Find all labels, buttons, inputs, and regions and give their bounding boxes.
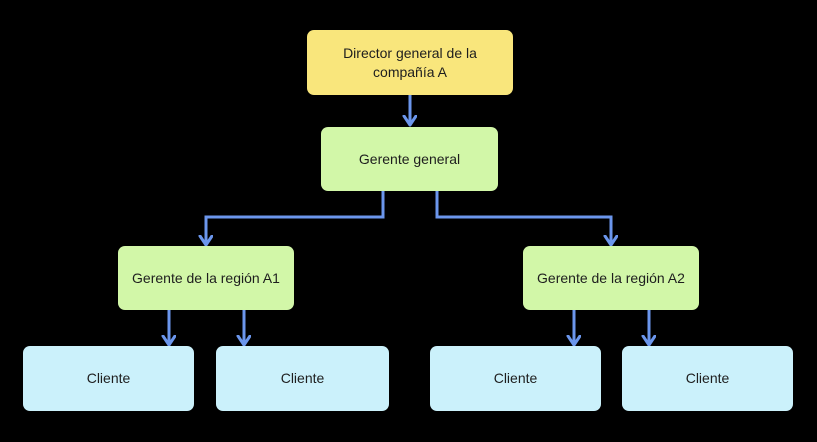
edge-gerente-general-to-region-a1 <box>206 191 385 245</box>
node-cliente-2: Cliente <box>216 346 389 411</box>
node-gerente-region-a1: Gerente de la región A1 <box>118 246 294 310</box>
node-cliente-2-label: Cliente <box>280 370 325 387</box>
node-gerente-region-a2-label: Gerente de la región A2 <box>537 269 685 286</box>
node-cliente-1-label: Cliente <box>86 370 131 387</box>
node-cliente-4: Cliente <box>622 346 793 411</box>
node-gerente-region-a1-label: Gerente de la región A1 <box>132 269 280 286</box>
node-cliente-1: Cliente <box>23 346 194 411</box>
node-gerente-region-a2: Gerente de la región A2 <box>523 246 699 310</box>
node-cliente-3-label: Cliente <box>493 370 538 387</box>
node-gerente-general-label: Gerente general <box>358 150 461 167</box>
edge-gerente-general-to-region-a2 <box>435 191 611 245</box>
node-gerente-general: Gerente general <box>321 127 498 191</box>
node-director-general: Director general de la compañía A <box>307 30 513 95</box>
node-director-general-label: Director general de la compañía A <box>343 44 477 80</box>
node-cliente-3: Cliente <box>430 346 601 411</box>
node-cliente-4-label: Cliente <box>685 370 730 387</box>
